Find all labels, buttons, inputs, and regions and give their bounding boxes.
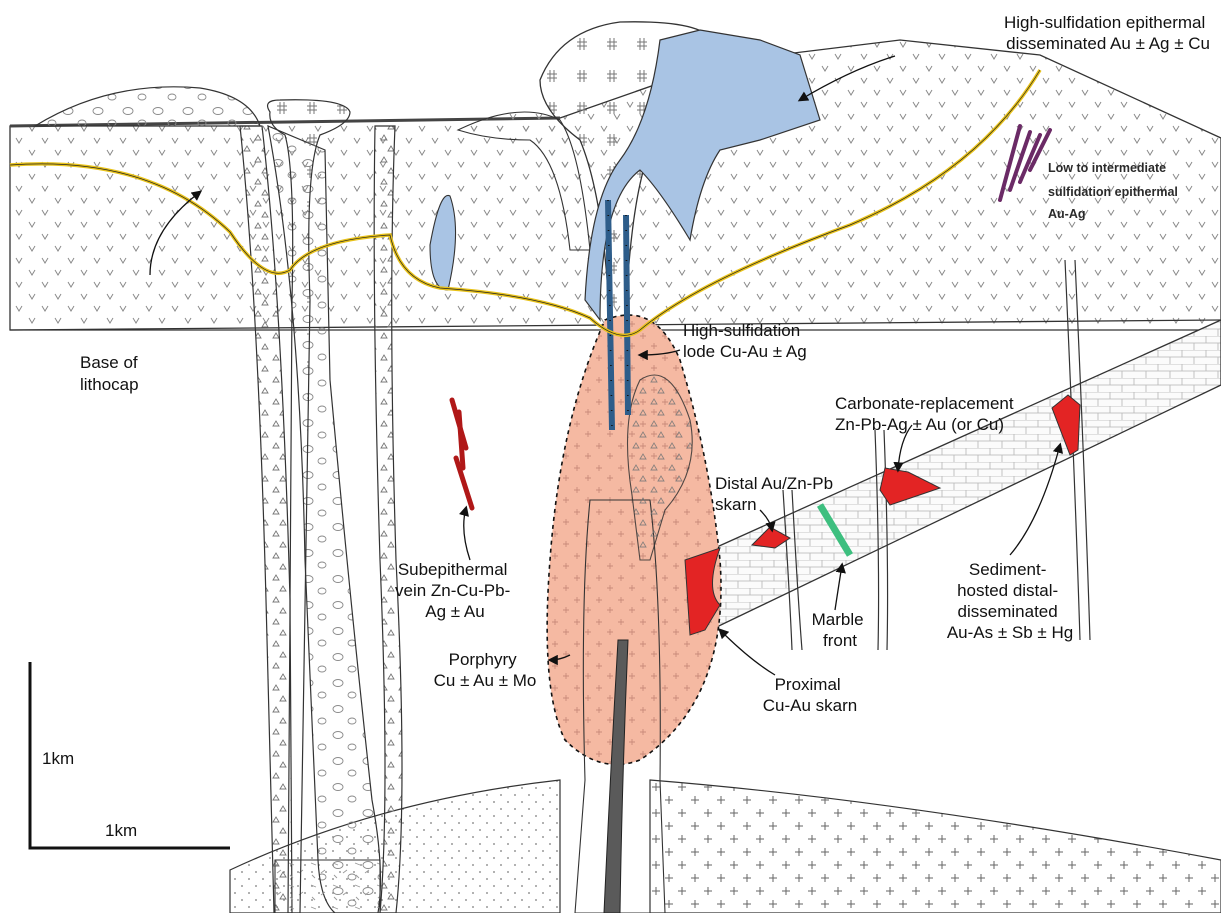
- scale-vertical-label: 1km: [42, 749, 74, 768]
- basement-plus-right: [650, 780, 1221, 913]
- diatreme-breccia-cap: [35, 87, 260, 126]
- label-subepithermal-vein: Subepithermal vein Zn-Cu-Pb- Ag ± Au: [395, 560, 515, 621]
- label-carbonate-replacement: Carbonate-replacement Zn-Pb-Ag ± Au (or …: [835, 394, 1018, 434]
- label-hs-epithermal: High-sulfidation epithermal disseminated…: [1004, 13, 1210, 53]
- label-porphyry: Porphyry Cu ± Au ± Mo: [434, 650, 537, 690]
- label-sediment-hosted: Sediment- hosted distal- disseminated Au…: [947, 560, 1073, 642]
- porphyry-body: [547, 315, 721, 765]
- subepithermal-veins: [452, 400, 472, 508]
- label-marble-front: Marble front: [812, 610, 869, 650]
- label-base-lithocap: Base of lithocap: [80, 353, 142, 394]
- label-proximal-skarn: Proximal Cu-Au skarn: [763, 675, 857, 715]
- label-hs-lode: High-sulfidation lode Cu-Au ± Ag: [683, 321, 807, 361]
- scale-horizontal-label: 1km: [105, 821, 137, 840]
